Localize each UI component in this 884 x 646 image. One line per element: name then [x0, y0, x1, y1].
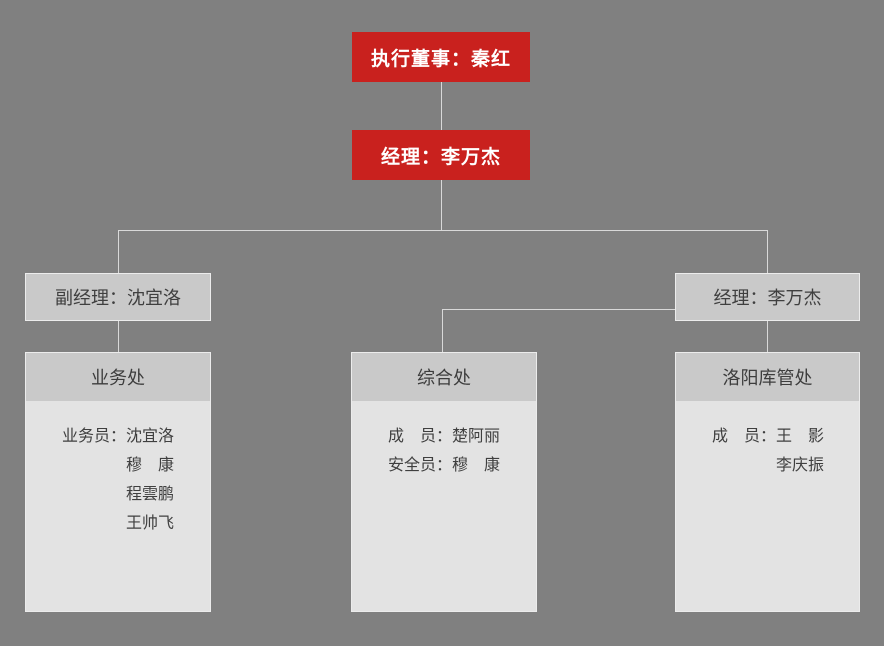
node-manager[interactable]: 经理：李万杰	[352, 130, 530, 180]
connector-horizontal-general	[442, 309, 675, 310]
member-role: 成 员：	[388, 428, 453, 445]
member-name: 李庆振	[776, 457, 825, 474]
dept-body-luoyang-warehouse: 成 员：王 影 李庆振	[676, 401, 859, 480]
member-role	[712, 451, 776, 480]
member-row: 穆 康	[62, 451, 210, 480]
dept-title: 综合处	[417, 368, 471, 388]
connector-to-general	[442, 309, 443, 352]
member-name: 穆 康	[126, 457, 175, 474]
dept-header-general: 综合处	[352, 353, 536, 401]
member-role	[62, 509, 126, 538]
node-right-manager[interactable]: 经理：李万杰	[675, 273, 860, 321]
dept-header-luoyang-warehouse: 洛阳库管处	[676, 353, 859, 401]
member-name: 沈宜洛	[126, 428, 175, 445]
node-deputy-manager[interactable]: 副经理：沈宜洛	[25, 273, 211, 321]
dept-card-general[interactable]: 综合处 成 员：楚阿丽 安全员：穆 康	[351, 352, 537, 612]
member-name: 程雲鹏	[126, 486, 175, 503]
dept-title: 洛阳库管处	[722, 368, 813, 388]
dept-title: 业务处	[91, 368, 145, 388]
member-name: 穆 康	[452, 457, 501, 474]
member-role: 业务员：	[62, 428, 127, 445]
member-row: 安全员：穆 康	[388, 451, 536, 480]
member-role	[62, 480, 126, 509]
connector-deputy-to-business	[118, 321, 119, 352]
node-deputy-manager-label: 副经理：沈宜洛	[55, 288, 181, 308]
member-role: 成 员：	[712, 428, 777, 445]
node-manager-label: 经理：李万杰	[380, 146, 501, 168]
member-name: 楚阿丽	[452, 428, 501, 445]
member-row: 王帅飞	[62, 509, 210, 538]
member-row: 成 员：楚阿丽	[388, 422, 536, 451]
member-role: 安全员：	[388, 457, 453, 474]
dept-header-business: 业务处	[26, 353, 210, 401]
node-right-manager-label: 经理：李万杰	[713, 288, 822, 308]
dept-body-business: 业务员：沈宜洛 穆 康 程雲鹏 王帅飞	[26, 401, 210, 538]
connector-manager-down	[441, 180, 442, 230]
dept-body-general: 成 员：楚阿丽 安全员：穆 康	[352, 401, 536, 480]
member-name: 王帅飞	[126, 515, 175, 532]
connector-right-manager-to-warehouse	[767, 321, 768, 352]
connector-to-right-manager	[767, 230, 768, 273]
member-row: 业务员：沈宜洛	[62, 422, 210, 451]
connector-to-deputy	[118, 230, 119, 273]
node-executive-director-label: 执行董事：秦红	[370, 48, 511, 70]
member-row: 程雲鹏	[62, 480, 210, 509]
connector-horizontal-main	[118, 230, 768, 231]
member-role	[62, 451, 126, 480]
connector-director-to-manager	[441, 82, 442, 130]
dept-card-business[interactable]: 业务处 业务员：沈宜洛 穆 康 程雲鹏 王帅飞	[25, 352, 211, 612]
member-row: 成 员：王 影	[712, 422, 859, 451]
member-row: 李庆振	[712, 451, 859, 480]
member-name: 王 影	[776, 428, 825, 445]
dept-card-luoyang-warehouse[interactable]: 洛阳库管处 成 员：王 影 李庆振	[675, 352, 860, 612]
node-executive-director[interactable]: 执行董事：秦红	[352, 32, 530, 82]
